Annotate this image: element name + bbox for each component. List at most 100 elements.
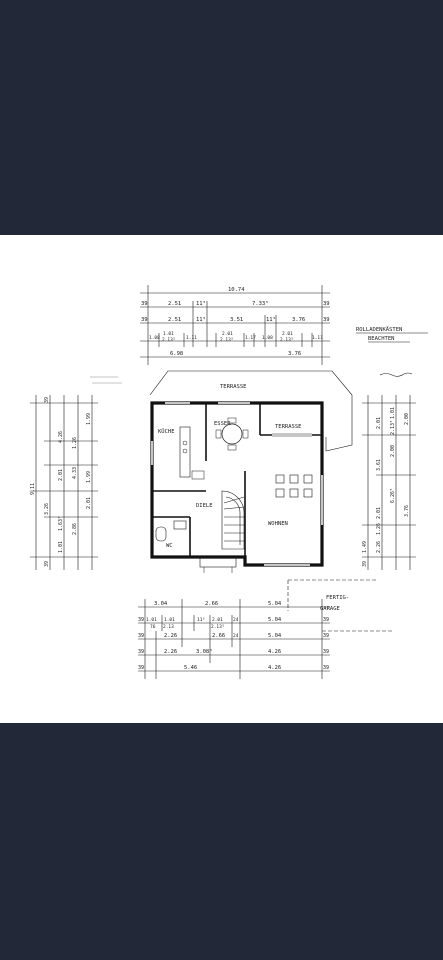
- garage-outline: [287, 579, 392, 632]
- bottom-dimension-chain: [138, 599, 330, 679]
- window-frames: [150, 401, 324, 567]
- dim-label: 4.33: [72, 467, 78, 479]
- faint-stamp: [90, 376, 122, 384]
- chair: [227, 444, 237, 451]
- dim-label: 1.49: [362, 541, 368, 553]
- note-rolladen: ROLLADENKÄSTEN: [356, 326, 402, 333]
- room-label-wc: WC: [166, 543, 173, 549]
- dim-label: 1.01: [163, 331, 174, 337]
- room-labels: KÜCHE ESSER TERRASSE DIELE WOHNEN WC: [158, 421, 302, 549]
- dining-table: [221, 423, 243, 445]
- living-furniture: [275, 474, 313, 498]
- dim-label: 10.74: [228, 287, 245, 293]
- toilet: [155, 526, 167, 542]
- dim-label: 6.98: [170, 351, 183, 357]
- dim-label: 1.26: [376, 523, 382, 535]
- entrance-step: [199, 556, 237, 568]
- dim-label: 2.26: [376, 541, 382, 553]
- dim-label: 11⁵: [196, 316, 206, 323]
- stove-burner: [182, 448, 188, 454]
- note-fertig: FERTIG-: [326, 595, 349, 601]
- svg-text:39: 39: [138, 649, 144, 655]
- dim-label: 1.01: [58, 541, 64, 553]
- dim-label: 2.13⁵: [390, 420, 396, 435]
- dim-label: 2.01: [376, 507, 382, 519]
- dim-label: 1.08: [262, 335, 273, 341]
- dim-label: 1.01: [164, 617, 175, 623]
- dim-label: 5.04: [268, 601, 282, 607]
- dim-label: 2.13⁵: [280, 337, 294, 343]
- dim-label: 5.46: [184, 665, 197, 671]
- dim-label: 2.00: [404, 413, 410, 425]
- dim-label: 39: [141, 301, 148, 307]
- dim-label: 76: [150, 624, 156, 630]
- dim-label: 2.01: [86, 497, 92, 509]
- room-label-esser: ESSER: [214, 421, 231, 427]
- note-garage: GARAGE: [320, 606, 340, 612]
- dim-label: 3.04: [154, 601, 168, 607]
- dim-label: 2.13⁵: [162, 337, 176, 343]
- dim-label: 11⁵: [266, 316, 276, 323]
- left-dimension-chain: [30, 395, 98, 570]
- dim-label: 2.01: [58, 469, 64, 481]
- dim-label: 2.01: [282, 331, 293, 337]
- right-dimension-labels: 2.00 2.01 1.01 2.13⁵ 2.00 3.61 6.26⁵ 3.7…: [362, 407, 410, 567]
- dim-label: 24: [233, 617, 239, 623]
- dim-label: 39: [141, 317, 148, 323]
- dim-label: 39: [323, 301, 330, 307]
- room-label-terrasse: TERRASSE: [220, 384, 247, 390]
- room-label-diele: DIELE: [196, 503, 213, 509]
- bottom-dimension-labels: 3.04 2.66 5.04 1.01 76 1.01 2.13 11⁵ 2.0…: [146, 601, 282, 671]
- dim-label: 3.76: [292, 317, 305, 323]
- note-beachten: BEACHTEN: [368, 336, 395, 342]
- windows: [151, 402, 323, 566]
- dim-label: 2.26: [164, 633, 177, 639]
- dim-label: 3.26: [44, 503, 50, 515]
- stove-burner: [182, 440, 188, 446]
- dim-label: 2.51: [168, 317, 181, 323]
- dim-label: 4.26: [268, 649, 281, 655]
- dim-label: 1.01: [390, 407, 396, 419]
- dim-label: 2.66: [205, 601, 218, 607]
- dim-label: 3.76: [404, 505, 410, 517]
- dim-label: 2.66: [212, 633, 225, 639]
- dim-label: 39: [44, 397, 50, 403]
- chair: [242, 429, 249, 439]
- dim-label: 3.76: [288, 351, 301, 357]
- room-label-kueche: KÜCHE: [158, 428, 175, 435]
- building-walls: [150, 401, 324, 567]
- svg-text:39: 39: [323, 649, 329, 655]
- kitchen-counter: [179, 426, 191, 478]
- wash-basin: [173, 520, 187, 530]
- dim-label: 11⁵: [197, 617, 205, 623]
- dim-label: 39: [362, 561, 368, 567]
- room-label-wohnen: WOHNEN: [268, 521, 288, 527]
- floor-plan-sheet: 10.74 39 2.51 11⁵ 7.33⁵ 39 39 2.51 11⁵ 3…: [0, 235, 443, 723]
- dim-label: 2.01: [212, 617, 223, 623]
- dim-label: 7.33⁵: [252, 300, 269, 307]
- dim-label: 2.13⁵: [211, 624, 225, 630]
- dim-label: 2.00: [390, 445, 396, 457]
- terrace-outline: [149, 370, 353, 452]
- svg-text:39: 39: [323, 665, 329, 671]
- chair: [227, 417, 237, 424]
- dim-label: 1.11: [186, 335, 197, 341]
- top-dimension-chain: [140, 285, 330, 365]
- svg-text:39: 39: [323, 617, 329, 623]
- staircase: [221, 490, 245, 550]
- dim-label: 1.26: [72, 437, 78, 449]
- top-dimension-labels: 10.74 39 2.51 11⁵ 7.33⁵ 39 39 2.51 11⁵ 3…: [141, 287, 330, 357]
- right-dimension-chain: [362, 395, 416, 570]
- dim-label: 4.26: [58, 431, 64, 443]
- dim-label: 2.01: [222, 331, 233, 337]
- dim-label: 3.61: [376, 459, 382, 471]
- dim-label: 1.17: [245, 335, 256, 341]
- dim-label: 1.08: [149, 335, 160, 341]
- svg-text:39: 39: [323, 633, 329, 639]
- dim-label: 39: [44, 561, 50, 567]
- dim-label: 24: [233, 633, 239, 639]
- rolladen-note: ROLLADENKÄSTEN BEACHTEN: [356, 326, 402, 342]
- dim-label: 2.13⁵: [220, 337, 234, 343]
- dim-label: 39: [323, 317, 330, 323]
